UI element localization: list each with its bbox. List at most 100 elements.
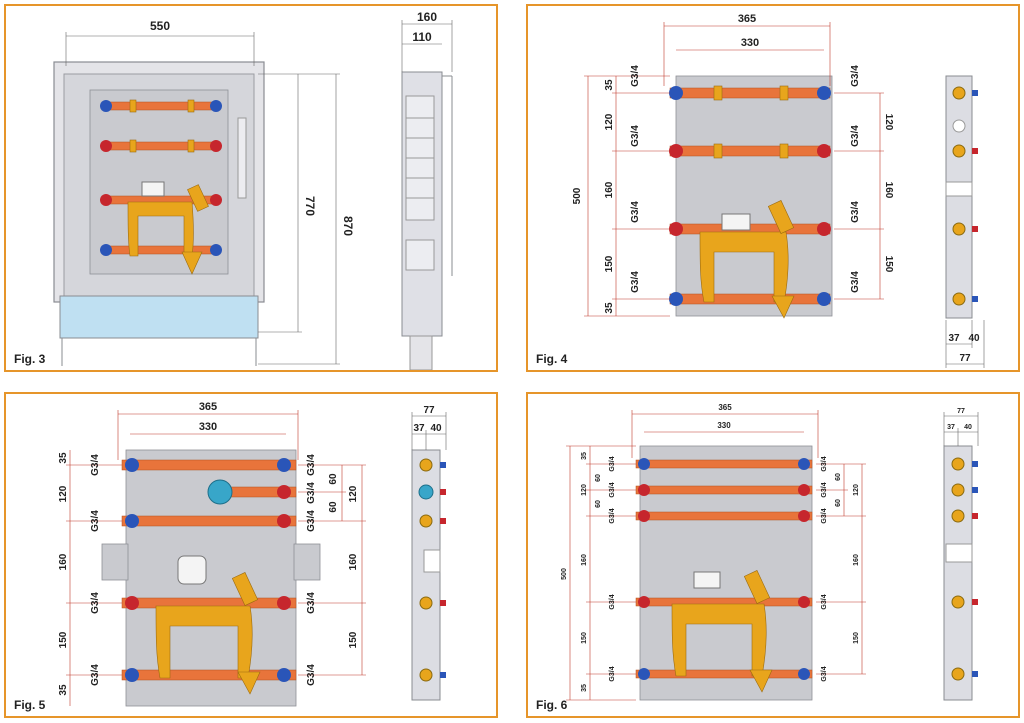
dim-spacing-right-2: 160	[883, 182, 894, 199]
figure-label: Fig. 6	[536, 698, 568, 712]
thread-label: G3/4	[609, 508, 616, 523]
dim-spacing-right-5: 150	[348, 631, 359, 648]
dim-side-b: 40	[430, 423, 442, 434]
pipe-row-4	[669, 292, 831, 306]
dim-outer-width: 365	[199, 401, 217, 413]
dim-side-total: 77	[959, 353, 971, 364]
thread-label: G3/4	[90, 510, 101, 532]
thread-label: G3/4	[630, 201, 641, 223]
pipe-row-1	[669, 85, 831, 101]
manifold-plate	[639, 445, 813, 701]
pipe-row-2	[100, 139, 222, 153]
thread-label: G3/4	[850, 201, 861, 223]
thread-label: G3/4	[630, 125, 641, 147]
dim-spacing-right-4: 160	[853, 554, 860, 566]
thread-label: G3/4	[630, 65, 641, 87]
dim-side-total: 77	[423, 405, 435, 416]
thread-label: G3/4	[609, 594, 616, 609]
dim-outer-width: 365	[738, 13, 756, 25]
mixing-valve-assembly	[671, 570, 773, 693]
thread-label: G3/4	[821, 508, 828, 523]
pipe-row-2	[635, 484, 813, 496]
pipe-row-5	[121, 668, 297, 682]
dim-depth: 160	[417, 10, 437, 24]
dim-spacing-2: 120	[58, 485, 69, 502]
door-handle	[237, 117, 247, 199]
thread-label: G3/4	[850, 65, 861, 87]
dim-spacing-right-2: 60	[328, 501, 339, 513]
dim-total-height: 500	[561, 568, 568, 580]
dim-inner-depth: 110	[412, 30, 432, 44]
pipe-row-3	[121, 514, 297, 528]
pipe-row-4	[121, 596, 297, 610]
pipe-row-2	[207, 479, 297, 505]
thread-label: G3/4	[821, 594, 828, 609]
dim-side-a: 37	[947, 424, 955, 431]
pipe-row-4	[100, 244, 222, 256]
dim-spacing-4: 150	[604, 255, 615, 272]
manifold-plate	[675, 75, 833, 317]
thread-label: G3/4	[609, 456, 616, 471]
dim-spacing-right-1: 60	[328, 473, 339, 485]
thread-label: G3/4	[306, 664, 317, 686]
mixing-valve-assembly	[127, 181, 209, 275]
figure-5-panel: 365 330 35 120 160 150 35 G3/4 G3/4 G3/4…	[4, 392, 498, 718]
thread-label: G3/4	[630, 271, 641, 293]
thread-label: G3/4	[90, 664, 101, 686]
dim-height: 770	[303, 196, 317, 216]
dim-spacing-5: 160	[581, 554, 588, 566]
dim-spacing-3: 60	[595, 500, 602, 508]
dim-inner-width: 330	[199, 421, 217, 433]
dim-outer-width: 365	[718, 403, 732, 412]
thread-label: G3/4	[90, 592, 101, 614]
thread-label: G3/4	[821, 666, 828, 681]
figure-3-panel: 550 770 870 160 110 Fig. 3	[4, 4, 498, 372]
pipe-row-5	[635, 668, 813, 680]
dim-spacing-2: 60	[595, 474, 602, 482]
dim-spacing-3: 160	[58, 553, 69, 570]
mixing-valve-assembly	[699, 200, 795, 319]
pipe-row-1	[121, 458, 297, 472]
figure-5-drawing: 365 330 35 120 160 150 35 G3/4 G3/4 G3/4…	[58, 401, 447, 707]
dim-inner-width: 330	[717, 421, 731, 430]
figure-label: Fig. 5	[14, 698, 46, 712]
dim-spacing-3: 160	[604, 181, 615, 198]
dim-inner-width: 330	[741, 37, 759, 49]
dim-spacing-right-3: 150	[883, 256, 894, 273]
thread-label: G3/4	[821, 482, 828, 497]
dim-spacing-right-3: 120	[853, 484, 860, 496]
dim-spacing-right-1: 120	[883, 114, 894, 131]
dim-spacing-right-3: 120	[348, 485, 359, 502]
dim-spacing-6: 150	[581, 632, 588, 644]
dim-spacing-1: 35	[581, 452, 588, 460]
dim-spacing-right-2: 60	[835, 499, 842, 507]
dim-side-a: 37	[948, 333, 960, 344]
dim-total-height: 870	[341, 216, 355, 236]
thread-label: G3/4	[850, 125, 861, 147]
thread-label: G3/4	[609, 666, 616, 681]
dim-spacing-2: 120	[604, 113, 615, 130]
pipe-row-1	[635, 458, 813, 470]
thread-label: G3/4	[306, 510, 317, 532]
dim-side-b: 40	[964, 424, 972, 431]
dim-side-total: 77	[957, 408, 965, 415]
dim-spacing-right-5: 150	[853, 632, 860, 644]
cabinet-base	[59, 295, 259, 339]
dim-spacing-right-4: 160	[348, 553, 359, 570]
mixing-valve-assembly	[155, 555, 261, 695]
thread-label: G3/4	[90, 454, 101, 476]
thread-label: G3/4	[609, 482, 616, 497]
dim-spacing-4: 150	[58, 631, 69, 648]
dim-spacing-7: 35	[581, 684, 588, 692]
dim-spacing-5: 35	[604, 302, 615, 314]
figure-4-drawing: 365 330 500 35 120 160 150 35 G3/4 G3/4 …	[572, 13, 985, 368]
dim-side-a: 37	[413, 423, 425, 434]
manifold-side-view	[945, 75, 973, 319]
thread-label: G3/4	[821, 456, 828, 471]
figure-3-drawing: 550 770 870 160 110	[53, 10, 453, 370]
figure-6-drawing: 365 330 500 35 60 60 120 160 150 35 G3/4…	[561, 403, 979, 701]
pipe-row-2	[669, 143, 831, 159]
dim-side-b: 40	[968, 333, 980, 344]
dim-spacing-1: 35	[604, 79, 615, 91]
dim-spacing-5: 35	[58, 684, 69, 696]
